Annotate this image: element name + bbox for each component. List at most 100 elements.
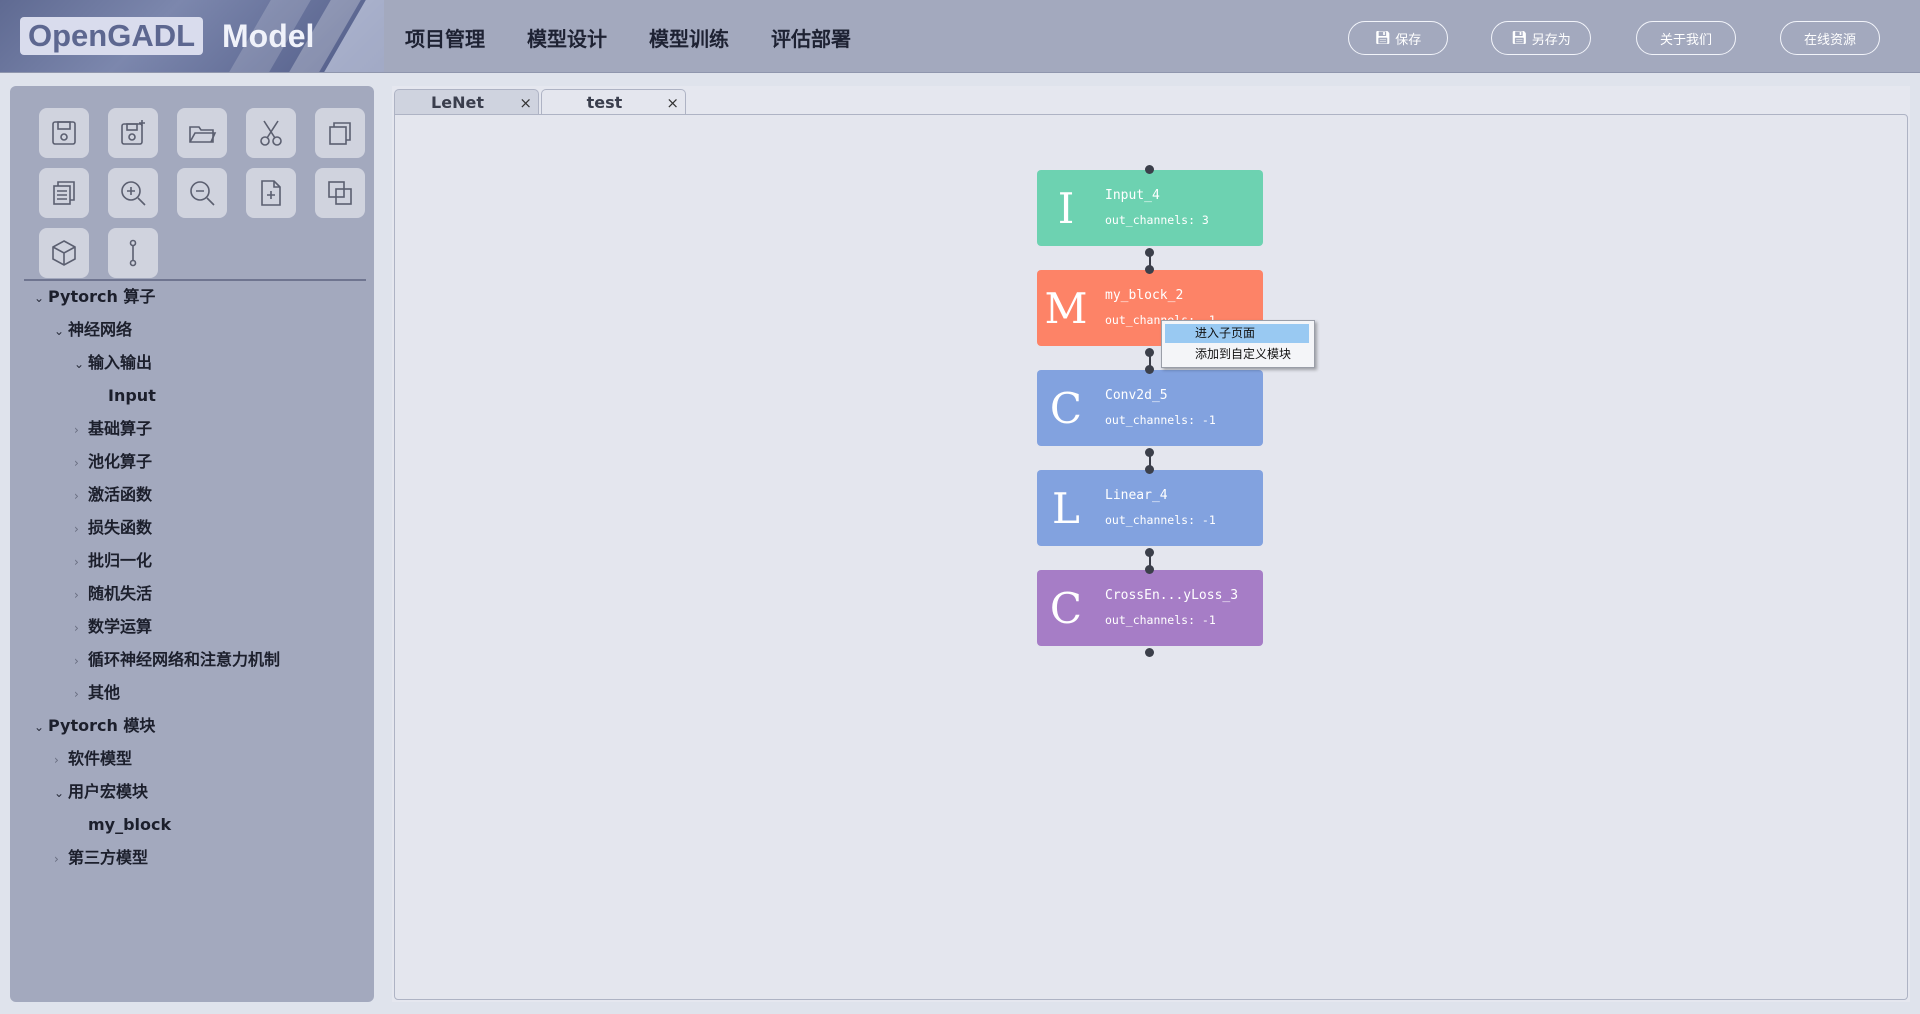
- tree-item[interactable]: › 其他: [74, 682, 120, 704]
- chevron-down-icon[interactable]: ⌄: [74, 357, 85, 371]
- chevron-right-icon[interactable]: ›: [74, 555, 79, 569]
- tree-item[interactable]: › 基础算子: [74, 418, 152, 440]
- node-port[interactable]: [1145, 548, 1154, 557]
- chevron-down-icon[interactable]: ⌄: [54, 324, 65, 338]
- close-icon[interactable]: ×: [666, 94, 679, 112]
- tree-item-label: 激活函数: [88, 485, 153, 504]
- menu-enter-subpage[interactable]: 进入子页面: [1165, 324, 1309, 343]
- save-as-button[interactable]: 💾︎ 另存为: [1491, 21, 1591, 55]
- tree-item[interactable]: ⌄Pytorch 模块: [34, 715, 155, 737]
- chevron-right-icon[interactable]: ›: [74, 687, 79, 701]
- save-new-icon[interactable]: [108, 108, 158, 158]
- node-port[interactable]: [1145, 348, 1154, 357]
- online-resources-button[interactable]: 在线资源: [1780, 21, 1880, 55]
- chevron-right-icon[interactable]: ›: [74, 588, 79, 602]
- zoom-out-icon[interactable]: [177, 168, 227, 218]
- tree-item-label: 软件模型: [68, 749, 133, 768]
- duplicate-icon[interactable]: [315, 168, 365, 218]
- chevron-right-icon[interactable]: ›: [74, 489, 79, 503]
- tree-item[interactable]: › 池化算子: [74, 451, 152, 473]
- tree-item-label: 其他: [88, 683, 121, 702]
- node-type-letter: C: [1049, 384, 1083, 433]
- tree-item[interactable]: my_block: [74, 814, 171, 836]
- chevron-right-icon[interactable]: ›: [74, 423, 79, 437]
- tree-item-label: 神经网络: [68, 320, 133, 339]
- tree-item-label: 第三方模型: [68, 848, 149, 867]
- close-icon[interactable]: ×: [519, 94, 532, 112]
- tree-item[interactable]: › 第三方模型: [54, 847, 148, 869]
- zoom-in-icon[interactable]: [108, 168, 158, 218]
- nav-model-training[interactable]: 模型训练: [649, 27, 729, 51]
- tab-lenet[interactable]: LeNet ×: [394, 89, 539, 115]
- tree-item-label: 基础算子: [88, 419, 153, 438]
- chevron-right-icon[interactable]: ›: [74, 522, 79, 536]
- paste-icon[interactable]: [39, 168, 89, 218]
- tree-item[interactable]: ⌄Pytorch 算子: [34, 286, 155, 308]
- new-file-icon[interactable]: [246, 168, 296, 218]
- nav-evaluation-deployment[interactable]: 评估部署: [771, 27, 851, 51]
- chevron-right-icon[interactable]: ›: [54, 852, 59, 866]
- chevron-right-icon[interactable]: ›: [54, 753, 59, 767]
- node-port[interactable]: [1145, 365, 1154, 374]
- cut-icon[interactable]: [246, 108, 296, 158]
- node-type-letter: C: [1049, 584, 1083, 633]
- tree-item[interactable]: › 损失函数: [74, 517, 152, 539]
- tree-item-label: 用户宏模块: [68, 782, 149, 801]
- tree-item[interactable]: ›随机失活: [74, 583, 152, 605]
- save-button[interactable]: 💾︎ 保存: [1348, 21, 1448, 55]
- menu-add-to-custom-module[interactable]: 添加到自定义模块: [1195, 347, 1292, 361]
- chevron-right-icon[interactable]: ›: [74, 456, 79, 470]
- node-port[interactable]: [1145, 265, 1154, 274]
- context-menu: 进入子页面 添加到自定义模块: [1161, 320, 1315, 368]
- save-as-icon: 💾︎: [1511, 30, 1528, 46]
- node-port[interactable]: [1145, 165, 1154, 174]
- tree-item-label: 损失函数: [88, 518, 153, 537]
- connector-icon[interactable]: [108, 228, 158, 278]
- tree-item[interactable]: › 循环神经网络和注意力机制: [74, 649, 280, 671]
- tree-item[interactable]: › 数学运算: [74, 616, 152, 638]
- node-port[interactable]: [1145, 565, 1154, 574]
- nav-model-design[interactable]: 模型设计: [527, 27, 607, 51]
- open-folder-icon[interactable]: [177, 108, 227, 158]
- node-name: CrossEn...yLoss_3: [1105, 588, 1239, 603]
- tree-item[interactable]: Input: [94, 385, 156, 407]
- tree-item-label: my_block: [88, 815, 172, 834]
- tree-item[interactable]: › 软件模型: [54, 748, 132, 770]
- node-name: Input_4: [1105, 188, 1160, 203]
- tree-item[interactable]: › 批归一化: [74, 550, 152, 572]
- node-port[interactable]: [1145, 448, 1154, 457]
- chevron-right-icon[interactable]: ›: [74, 621, 79, 635]
- chevron-down-icon[interactable]: ⌄: [54, 786, 65, 800]
- copy-icon[interactable]: [315, 108, 365, 158]
- chevron-down-icon[interactable]: ⌄: [34, 720, 45, 734]
- node-type-letter: L: [1052, 484, 1080, 533]
- node-port[interactable]: [1145, 648, 1154, 657]
- save-icon[interactable]: [39, 108, 89, 158]
- about-button[interactable]: 关于我们: [1636, 21, 1736, 55]
- tree-item[interactable]: ⌄输入输出: [74, 352, 152, 374]
- tree-item-label: 数学运算: [88, 617, 153, 636]
- tree-item-label: 循环神经网络和注意力机制: [88, 650, 281, 669]
- tree-item[interactable]: ⌄神经网络: [54, 319, 132, 341]
- cube-icon[interactable]: [39, 228, 89, 278]
- node-port[interactable]: [1145, 248, 1154, 257]
- tree-item[interactable]: ⌄用户宏模块: [54, 781, 148, 803]
- tree-item[interactable]: › 激活函数: [74, 484, 152, 506]
- tree-item-label: 池化算子: [88, 452, 153, 471]
- tree-item-label: 批归一化: [88, 551, 153, 570]
- node-name: my_block_2: [1105, 288, 1184, 303]
- tab-test[interactable]: test ×: [541, 89, 686, 115]
- nav-project-management[interactable]: 项目管理: [405, 27, 485, 51]
- chevron-right-icon[interactable]: ›: [74, 654, 79, 668]
- node-name: Linear_4: [1105, 488, 1168, 503]
- node-port[interactable]: [1145, 465, 1154, 474]
- chevron-down-icon[interactable]: ⌄: [34, 291, 45, 305]
